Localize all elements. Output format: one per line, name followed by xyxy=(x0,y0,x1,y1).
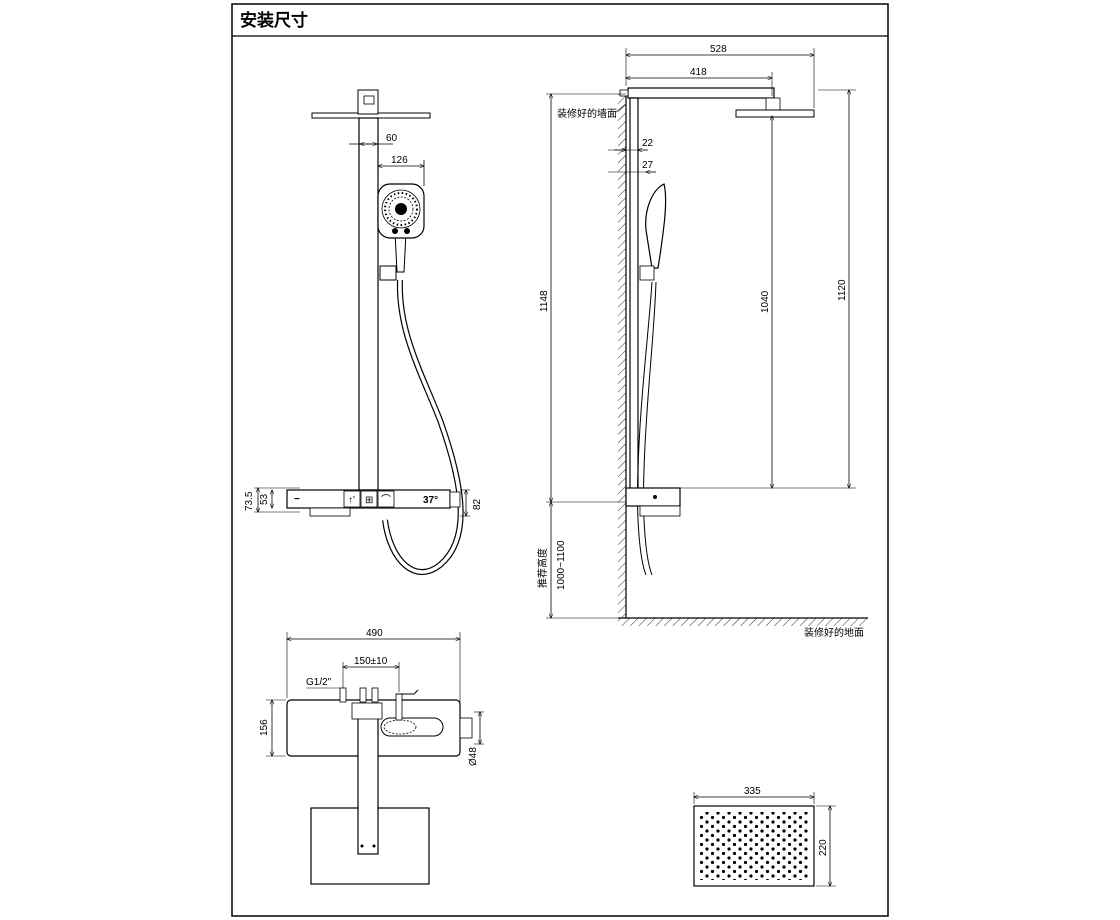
overhead-shower-side xyxy=(735,109,815,118)
wall-label: 装修好的墙面 xyxy=(557,107,617,120)
dim-156: 156 xyxy=(259,719,270,736)
dim-126: 126 xyxy=(391,155,408,166)
dim-150: 150±10 xyxy=(354,656,388,667)
control-button-2 xyxy=(360,490,378,508)
riser-pipe xyxy=(358,117,379,491)
minus-icon: − xyxy=(294,494,300,505)
spout-icon: ⌒ xyxy=(381,494,391,506)
riser-pipe-side xyxy=(629,97,639,491)
shower-arm xyxy=(627,87,775,99)
dim-1040: 1040 xyxy=(760,290,771,313)
front-view: − ↑' ⊞ ⌒ 37° 60 126 73.5 53 82 xyxy=(244,89,483,575)
dim-220: 220 xyxy=(818,839,829,856)
dim-22: 22 xyxy=(642,138,654,149)
shower-hose xyxy=(382,279,464,575)
page-title: 安装尺寸 xyxy=(240,10,308,31)
finished-wall xyxy=(618,90,626,618)
thread-g12: G1/2" xyxy=(306,677,332,688)
handshower-icon: ⊞ xyxy=(365,495,373,506)
dim-1148: 1148 xyxy=(539,290,550,312)
dim-1000-1100: 1000~1100 xyxy=(556,540,567,590)
dim-73-5: 73.5 xyxy=(244,491,255,511)
dim-418: 418 xyxy=(690,67,707,78)
hand-shower-holder xyxy=(379,265,397,281)
dim-60: 60 xyxy=(386,133,398,144)
top-view: 490 150±10 G1/2" 156 Ø48 xyxy=(259,628,484,885)
dim-82: 82 xyxy=(472,498,483,510)
dim-1120: 1120 xyxy=(837,279,848,301)
temperature-display: 37° xyxy=(423,495,438,506)
control-button-3 xyxy=(377,490,395,508)
control-button-1 xyxy=(343,490,361,508)
dim-490: 490 xyxy=(366,628,383,639)
dim-53: 53 xyxy=(259,493,270,505)
outer-frame xyxy=(231,3,889,917)
dim-27: 27 xyxy=(642,160,654,171)
finished-floor xyxy=(618,618,868,626)
head-plate-view: 335 220 xyxy=(693,786,836,887)
recommended-height-label: 推荐高度 xyxy=(536,548,549,588)
floor-label: 装修好的地面 xyxy=(804,626,864,639)
riser-top xyxy=(357,703,379,855)
dim-528: 528 xyxy=(710,44,727,55)
hand-shower-side xyxy=(645,183,667,269)
dim-335: 335 xyxy=(744,786,761,797)
overhead-shower-icon: ↑' xyxy=(348,495,355,506)
dim-diameter-48: Ø48 xyxy=(468,747,479,766)
side-view: 528 418 装修好的墙面 22 27 1148 1040 1120 推荐高度 xyxy=(536,44,868,639)
